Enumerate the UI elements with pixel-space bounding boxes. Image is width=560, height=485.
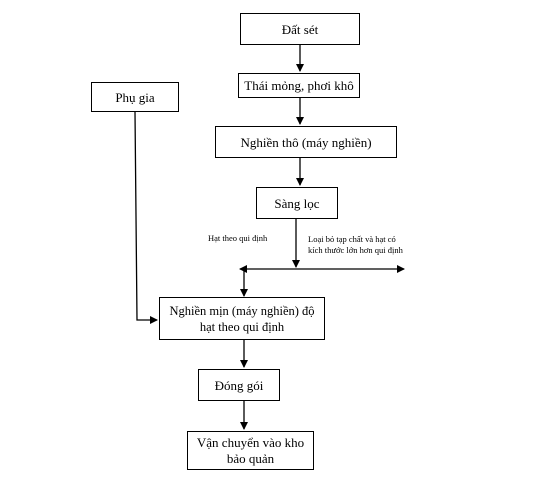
node-nghien-min: Nghiền mịn (máy nghiền) độ hạt theo qui … <box>159 297 325 340</box>
arrow-phu-gia-to-nghien-min <box>134 111 158 324</box>
node-phu-gia: Phụ gia <box>91 82 179 112</box>
label-hat-theo: Hạt theo qui định <box>208 233 268 243</box>
node-sang-loc: Sàng lọc <box>256 187 338 219</box>
label-loai-bo-line1: Loại bỏ tạp chất và hạt có <box>308 234 396 244</box>
node-nghien-tho: Nghiền thô (máy nghiền) <box>215 126 397 158</box>
node-van-chuyen-line1: Vận chuyển vào kho <box>196 434 305 450</box>
node-nghien-min-line1: Nghiền mịn (máy nghiền) độ <box>169 303 315 318</box>
node-van-chuyen: Vận chuyển vào kho bảo quản <box>187 431 314 470</box>
node-dong-goi: Đóng gói <box>198 369 280 401</box>
node-thai-mong: Thái mỏng, phơi khô <box>238 73 360 98</box>
node-dat-set: Đất sét <box>240 13 360 45</box>
label-loai-bo: Loại bỏ tạp chất và hạt có kích thước lớ… <box>308 234 403 256</box>
node-nghien-min-line2: hạt theo qui định <box>199 319 285 334</box>
label-loai-bo-line2: kích thước lớn hơn qui định <box>308 245 403 255</box>
node-van-chuyen-line2: bảo quản <box>226 450 275 466</box>
